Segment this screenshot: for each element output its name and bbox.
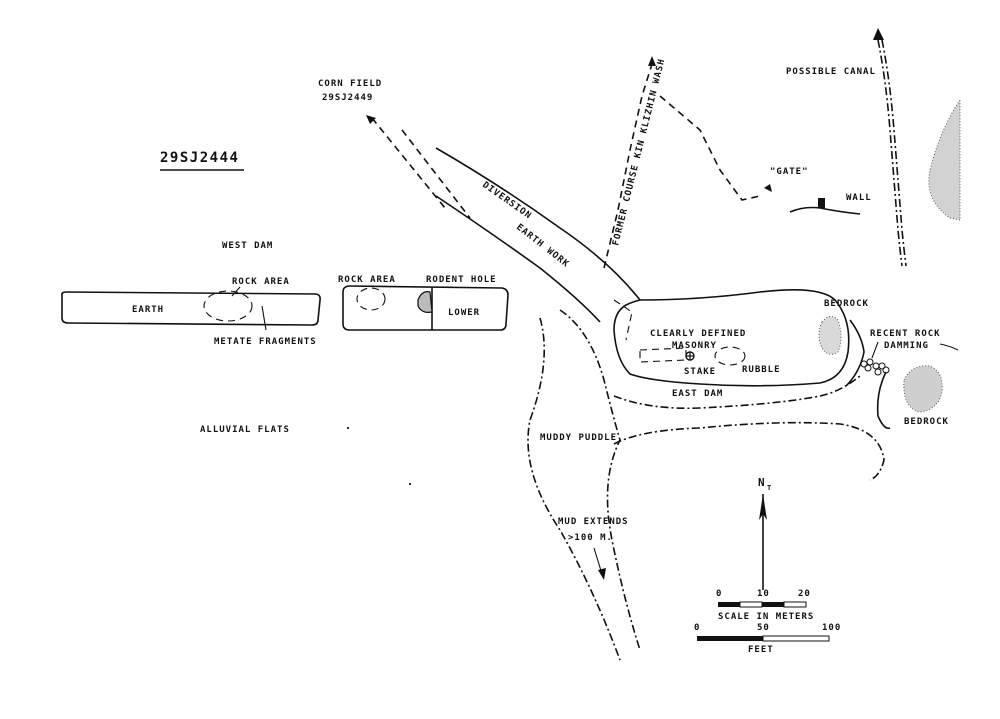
wash-channel-upper	[613, 375, 861, 410]
right-edge-curve	[939, 343, 959, 351]
wash-channel-left	[527, 317, 621, 661]
masonry-outline	[639, 347, 687, 363]
stray-mark-1	[346, 426, 350, 430]
scale-meters-tick-20: 20	[798, 589, 811, 599]
scale-feet-bar-1	[697, 636, 763, 641]
corn-field-label: CORN FIELD	[318, 79, 382, 89]
clearly-defined-label: CLEARLY DEFINED	[650, 329, 746, 339]
scale-feet-tick-100: 100	[822, 623, 841, 633]
scale-meters-tick-10: 10	[757, 589, 770, 599]
corn-field-id-label: 29SJ2449	[322, 93, 373, 103]
east-dam-inner-dash	[613, 299, 633, 341]
scale-meters-caption: SCALE IN METERS	[718, 612, 814, 622]
scale-meters-bar-4	[783, 601, 807, 608]
stray-mark-2	[408, 482, 412, 486]
east-dam-label: EAST DAM	[672, 389, 723, 399]
gate-area-line	[659, 95, 761, 201]
corn-field-dashed-line	[371, 117, 446, 209]
possible-canal-label: POSSIBLE CANAL	[786, 67, 876, 77]
rodent-hole-marker	[417, 291, 433, 313]
bedrock-curve-2	[876, 371, 891, 430]
rodent-hole-label: RODENT HOLE	[426, 275, 497, 285]
scale-meters-bar-2	[739, 601, 763, 608]
rubble-outline	[714, 346, 746, 366]
bedrock-curve	[845, 319, 865, 387]
lower-label: LOWER	[448, 308, 480, 318]
scale-feet-caption: FEET	[748, 645, 774, 655]
wash-channel-right	[559, 309, 641, 651]
north-subscript: T	[767, 484, 772, 492]
bedrock-stipple-1	[818, 316, 842, 355]
metate-fragments-label: METATE FRAGMENTS	[214, 337, 317, 347]
right-bedrock-mass	[928, 98, 961, 221]
scale-feet: 0 50 100 FEET	[694, 623, 841, 655]
possible-canal-arrow-icon	[873, 28, 884, 40]
west-dam-outline	[61, 291, 321, 326]
wall-label: WALL	[846, 193, 872, 203]
gate-marker-icon	[764, 184, 772, 192]
masonry-label: MASONRY	[672, 341, 717, 351]
former-course-label: FORMER COURSE KIN KLIZHIN WASH	[611, 57, 667, 246]
possible-canal-line	[877, 39, 903, 267]
diversion-upper-edge	[435, 147, 641, 301]
former-course-line	[603, 63, 653, 269]
possible-canal-line-2	[881, 39, 907, 267]
scale-feet-bar-2	[762, 635, 830, 642]
rock-area-outline-2	[356, 287, 386, 311]
rock-area-label-1: ROCK AREA	[232, 277, 290, 287]
west-dam-label: WEST DAM	[222, 241, 273, 251]
rock-damming-leader	[871, 341, 879, 359]
lower-dam-outline	[342, 285, 509, 331]
scale-feet-tick-50: 50	[757, 623, 770, 633]
north-label: N	[758, 476, 766, 489]
wash-channel-lower	[613, 421, 885, 481]
bedrock-stipple-2	[903, 365, 943, 413]
muddy-puddle-label: MUDDY PUDDLE	[540, 433, 617, 443]
wall-line	[789, 206, 861, 215]
bedrock-label-2: BEDROCK	[904, 417, 949, 427]
gate-label: "GATE"	[770, 167, 809, 177]
east-dam-outline	[613, 288, 850, 387]
diversion-label: DIVERSION	[480, 180, 533, 221]
mud-distance-label: >100 M.	[568, 533, 613, 543]
west-dam-earth-label: EARTH	[132, 305, 164, 315]
former-course-arrow-icon	[648, 56, 656, 66]
rock-area-label-2: ROCK AREA	[338, 275, 396, 285]
wall-marker	[818, 198, 825, 208]
corn-field-arrow-icon	[366, 115, 376, 124]
scale-meters: 0 10 20 SCALE IN METERS	[716, 589, 814, 622]
scale-meters-tick-0: 0	[716, 589, 722, 599]
diversion-lower-edge	[435, 195, 601, 323]
north-arrow-icon	[759, 494, 767, 520]
recent-rock-label: RECENT ROCK	[870, 329, 941, 339]
corn-field-dashed-line-2	[401, 129, 471, 219]
mud-extends-label: MUD EXTENDS	[558, 517, 629, 527]
bedrock-label-1: BEDROCK	[824, 299, 869, 309]
rock-area-outline-1	[203, 290, 253, 322]
site-title: 29SJ2444	[160, 150, 239, 166]
metate-fragments-leader	[261, 305, 267, 331]
scale-meters-bar-3	[762, 602, 784, 607]
damming-label: DAMMING	[884, 341, 929, 351]
alluvial-flats-label: ALLUVIAL FLATS	[200, 425, 290, 435]
scale-feet-tick-0: 0	[694, 623, 700, 633]
stake-label: STAKE	[684, 367, 716, 377]
mud-extends-arrow-icon	[598, 568, 606, 580]
rubble-label: RUBBLE	[742, 365, 781, 375]
scale-meters-bar-1	[718, 602, 740, 607]
rock-damming-cluster	[860, 358, 890, 376]
